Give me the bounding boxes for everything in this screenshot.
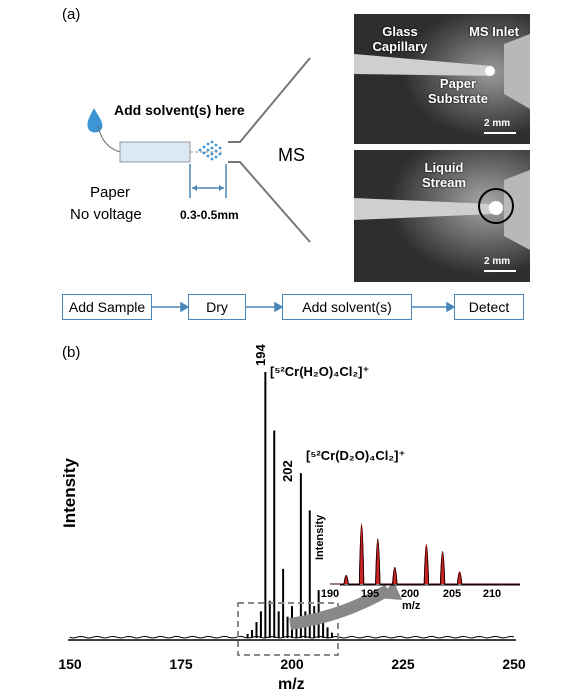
x-tick-225: 225 xyxy=(391,656,415,672)
flow-step-detect: Detect xyxy=(454,294,524,320)
droplet-icon xyxy=(87,108,103,133)
zoom-box xyxy=(237,602,339,656)
panel-b-label: (b) xyxy=(62,344,81,361)
photo-bottom: Liquid Stream 2 mm xyxy=(354,150,530,282)
photo-top: Glass Capillary MS Inlet Paper Substrate… xyxy=(354,14,530,144)
inset-y-axis-label: Intensity xyxy=(314,514,326,560)
glass-capillary-label: Glass Capillary xyxy=(372,24,428,54)
distance-label: 0.3-0.5mm xyxy=(180,208,239,222)
spectrum-baseline xyxy=(69,635,515,639)
x-tick-150: 150 xyxy=(58,656,82,672)
ms-inlet-cone xyxy=(228,57,311,243)
scale-bar-top xyxy=(484,132,516,134)
flow-step-add-solvent: Add solvent(s) xyxy=(282,294,412,320)
add-solvent-label: Add solvent(s) here xyxy=(114,102,245,118)
x-tick-175: 175 xyxy=(169,656,193,672)
highlight-circle xyxy=(478,188,514,224)
inset-x-axis-label: m/z xyxy=(402,600,421,612)
flow-step-dry: Dry xyxy=(188,294,246,320)
paper-substrate-label: Paper Substrate xyxy=(428,76,488,106)
x-tick-250: 250 xyxy=(502,656,526,672)
inset-x-tick-195: 195 xyxy=(360,588,380,600)
ms-inlet-label: MS Inlet xyxy=(469,24,519,39)
species-d2o-label: [⁵²Cr(D₂O)₄Cl₂]⁺ xyxy=(306,448,406,463)
zoom-arrow xyxy=(289,584,391,630)
inset-x-tick-200: 200 xyxy=(400,588,420,600)
scale-label-bottom: 2 mm xyxy=(484,256,511,267)
x-axis-label: m/z xyxy=(278,676,305,693)
inset-series-1 xyxy=(330,526,520,585)
x-tick-200: 200 xyxy=(280,656,304,672)
no-voltage-label: No voltage xyxy=(70,206,142,223)
liquid-stream-label: Liquid Stream xyxy=(421,160,467,190)
flow-arrows xyxy=(152,301,456,313)
scale-bar-bottom xyxy=(484,270,516,272)
species-h2o-label: [⁵²Cr(H₂O)₄Cl₂]⁺ xyxy=(270,364,370,379)
inset-series-0 xyxy=(330,523,520,585)
inset-x-tick-210: 210 xyxy=(482,588,502,600)
paper-label: Paper xyxy=(90,184,131,201)
inset-x-tick-190: 190 xyxy=(320,588,340,600)
panel-a-label: (a) xyxy=(62,6,81,23)
spray-plume xyxy=(198,140,222,161)
schematic-diagram xyxy=(87,57,311,243)
scale-label-top: 2 mm xyxy=(484,118,511,129)
ms-label: MS xyxy=(278,145,305,165)
inset-x-tick-205: 205 xyxy=(442,588,462,600)
flow-step-add-sample: Add Sample xyxy=(62,294,152,320)
